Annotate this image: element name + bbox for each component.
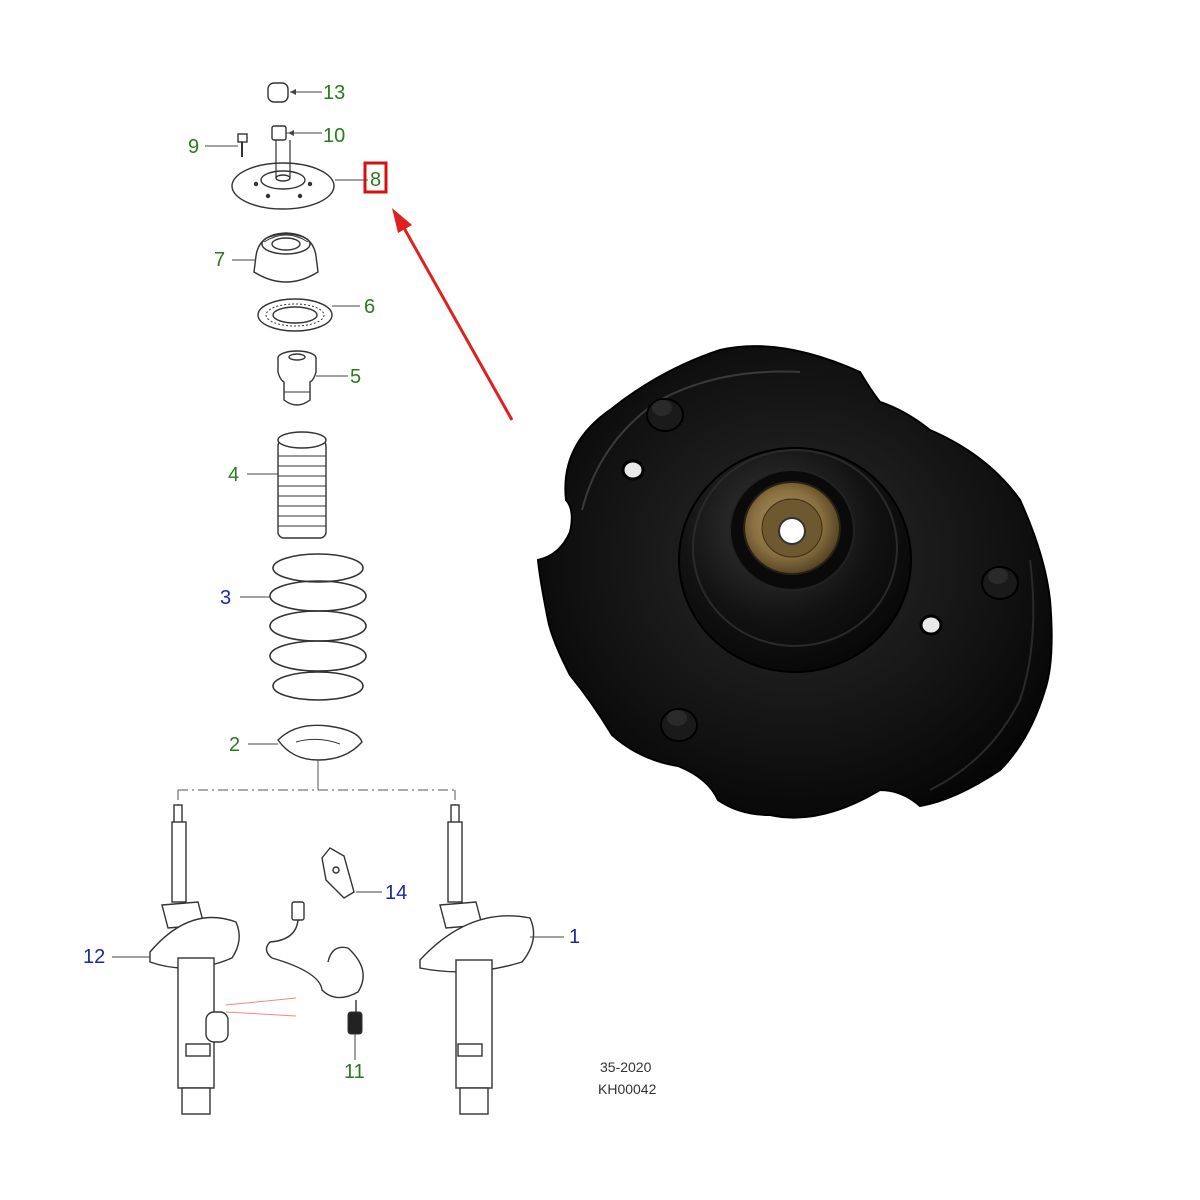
callout-8: 8 (370, 169, 381, 191)
stud-bottom (660, 708, 698, 742)
callout-9: 9 (188, 136, 199, 158)
stud-top (646, 398, 684, 432)
callout-labels: 13 10 9 8 7 6 5 4 3 2 14 1 12 11 (83, 82, 580, 1083)
callout-5: 5 (350, 366, 361, 388)
stud-right (981, 566, 1019, 600)
callout-3: 3 (220, 587, 231, 609)
highlight-box (363, 161, 388, 194)
callout-7: 7 (214, 249, 225, 271)
part-7-bearing (232, 232, 319, 283)
part-9-bolt (205, 133, 248, 157)
part-5-bump-stop (277, 350, 348, 406)
part-14-bracket (321, 847, 382, 899)
callout-4: 4 (228, 464, 239, 486)
hole-right (919, 614, 943, 636)
reference-code-line2: KH00042 (598, 1081, 657, 1097)
line-drawing (112, 82, 564, 1115)
part-3-coil-spring (240, 553, 367, 701)
part-1-right-strut (419, 804, 564, 1115)
part-8-top-mount (231, 140, 368, 210)
hole-left (621, 459, 645, 481)
strut-mount-photo (536, 345, 1053, 819)
callout-10: 10 (323, 125, 345, 147)
part-10-nut (271, 125, 322, 141)
callout-2: 2 (229, 734, 240, 756)
part-2-lower-seat (248, 724, 363, 790)
part-11-harness (265, 901, 364, 1060)
callout-11: 11 (344, 1061, 365, 1083)
part-4-dust-boot (247, 431, 327, 539)
part-12-left-strut (112, 804, 297, 1115)
callout-6: 6 (364, 296, 375, 318)
red-arrow (392, 208, 514, 421)
callout-12: 12 (83, 946, 105, 968)
callout-14: 14 (385, 882, 407, 904)
callout-1: 1 (569, 926, 580, 948)
assembly-dash-line (177, 789, 456, 805)
callout-13: 13 (323, 82, 345, 104)
part-13-cap (267, 82, 322, 103)
part-6-ring (257, 298, 360, 332)
reference-code-line1: 35-2020 (600, 1059, 652, 1075)
